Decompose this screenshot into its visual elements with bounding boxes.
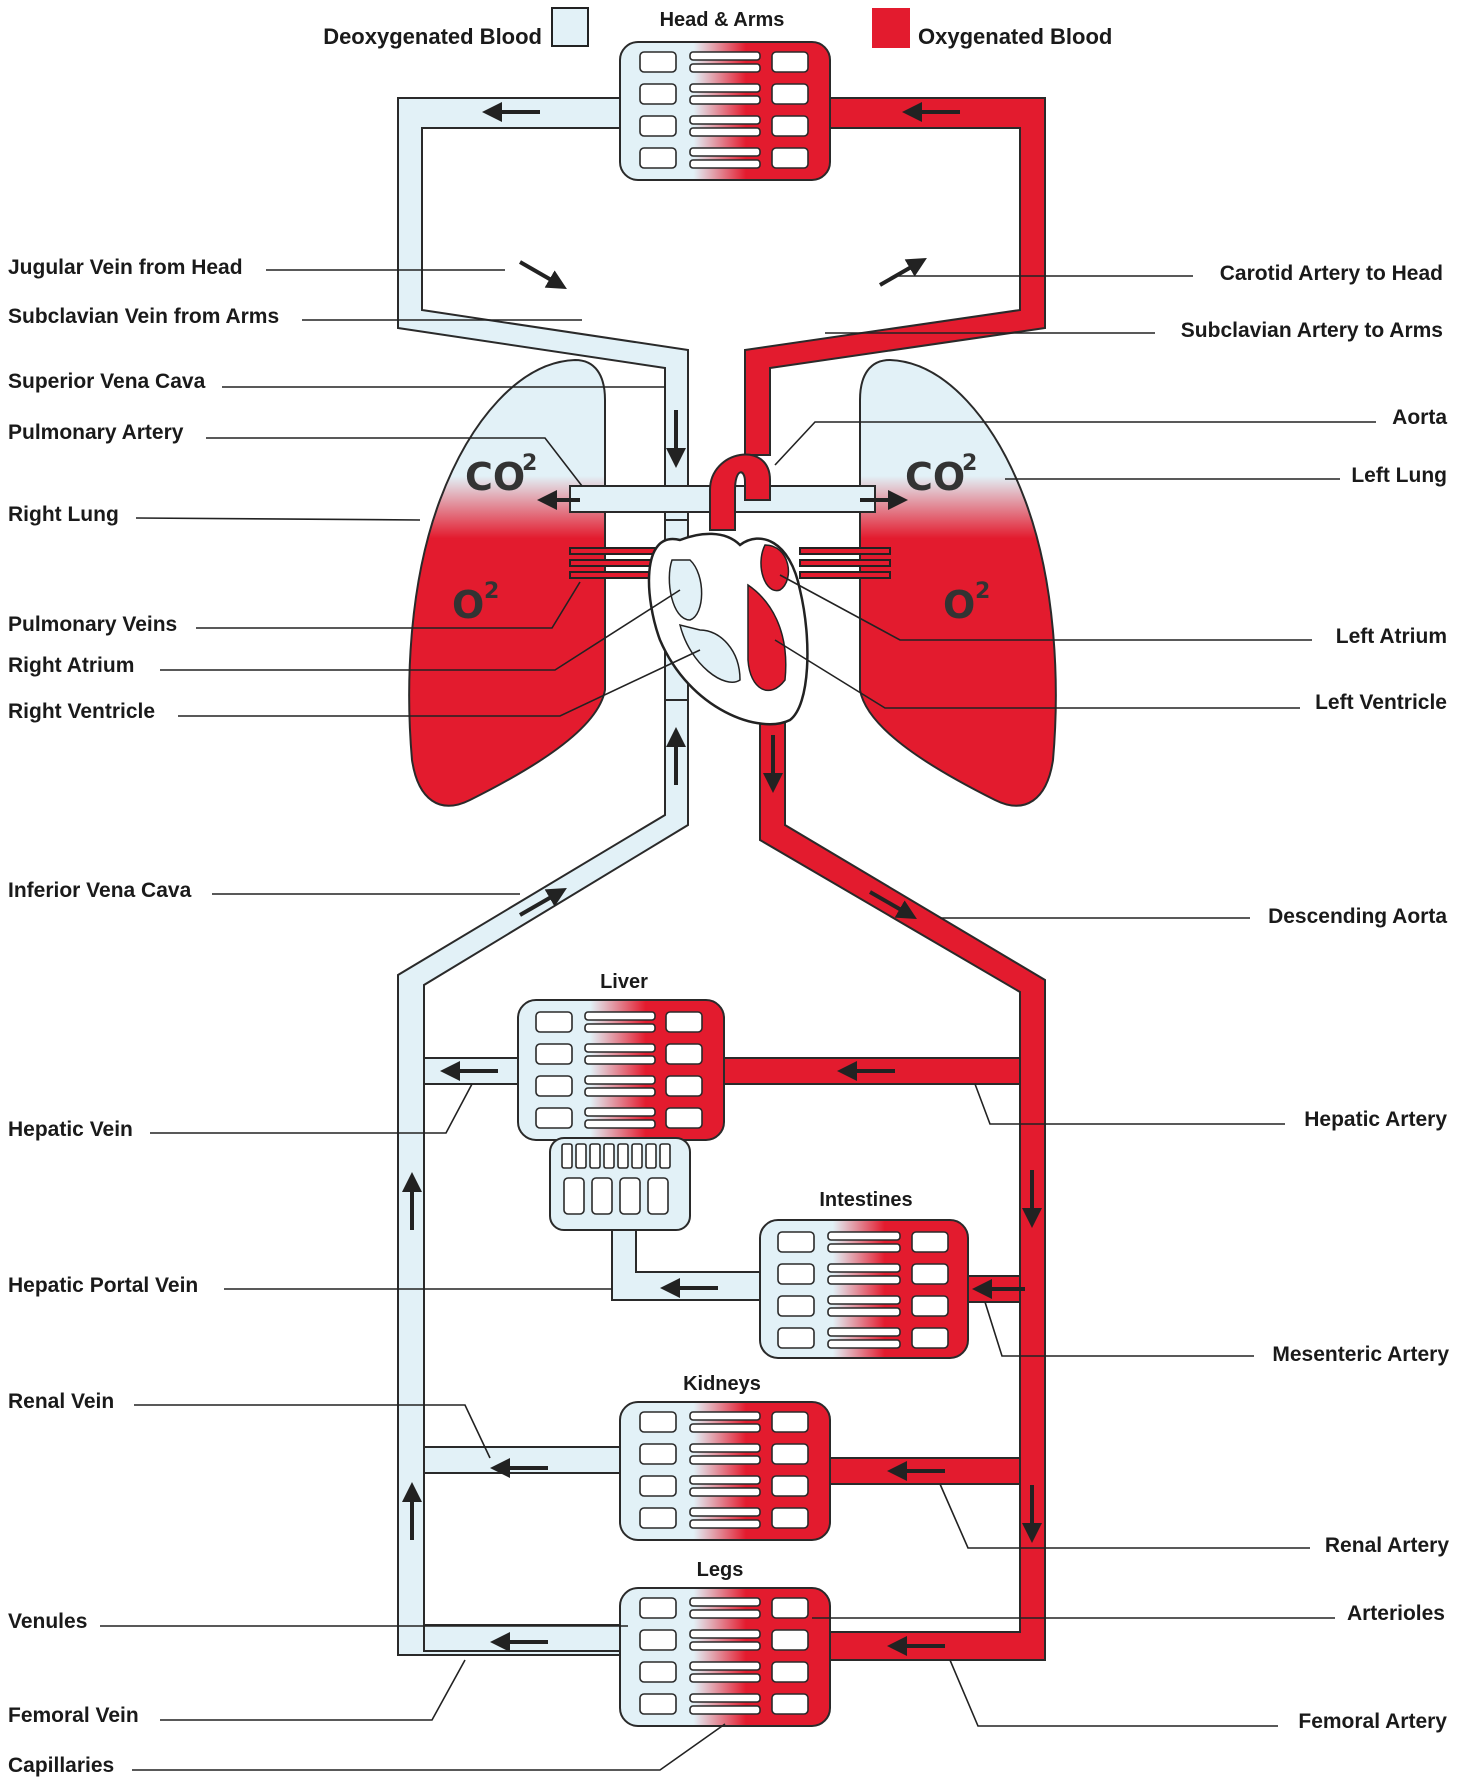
label-hepatic-portal-vein: Hepatic Portal Vein (8, 1274, 198, 1297)
label-femoral-vein: Femoral Vein (8, 1704, 139, 1727)
legend-oxygenated-swatch (872, 8, 910, 48)
label-arterioles: Arterioles (1347, 1602, 1445, 1625)
right-labels: Carotid Artery to Head Subclavian Artery… (774, 262, 1449, 1733)
o2-left-sub: 2 (484, 579, 499, 604)
label-capillaries: Capillaries (8, 1754, 114, 1777)
liver-bed: Liver (517, 971, 725, 1231)
legend-deoxygenated-label: Deoxygenated Blood (323, 24, 542, 49)
label-subclavian-artery: Subclavian Artery to Arms (1181, 319, 1443, 342)
femoral-vein-pipe (423, 1624, 625, 1652)
pulmonary-veins (569, 547, 891, 579)
label-left-atrium: Left Atrium (1336, 625, 1447, 648)
label-pulmonary-artery: Pulmonary Artery (8, 421, 184, 444)
label-descending-aorta: Descending Aorta (1268, 905, 1447, 928)
legend-deoxygenated-swatch (551, 7, 589, 47)
intestines-bed: Intestines (759, 1189, 969, 1359)
label-subclavian-vein: Subclavian Vein from Arms (8, 305, 279, 328)
legs-label: Legs (697, 1559, 744, 1581)
o2-right-label: O (943, 583, 975, 627)
kidneys-label: Kidneys (683, 1373, 761, 1395)
heart (647, 532, 809, 726)
left-labels: Jugular Vein from Head Subclavian Vein f… (8, 256, 726, 1777)
label-renal-vein: Renal Vein (8, 1390, 114, 1413)
left-ventricle-shape (747, 583, 787, 692)
arterial-system (709, 97, 1046, 1661)
label-left-ventricle: Left Ventricle (1315, 691, 1447, 714)
label-carotid-artery: Carotid Artery to Head (1220, 262, 1443, 285)
label-right-ventricle: Right Ventricle (8, 700, 155, 723)
co2-left-sub: 2 (522, 451, 537, 476)
label-mesenteric-artery: Mesenteric Artery (1272, 1343, 1449, 1366)
label-jugular-vein: Jugular Vein from Head (8, 256, 243, 279)
o2-left-label: O (452, 583, 484, 627)
label-inferior-vena-cava: Inferior Vena Cava (8, 879, 192, 902)
label-left-lung: Left Lung (1351, 464, 1447, 487)
left-lung (859, 358, 1057, 807)
intestines-label: Intestines (819, 1189, 912, 1211)
head-arms-bed: Head & Arms (619, 9, 831, 181)
label-venules: Venules (8, 1610, 87, 1633)
label-renal-artery: Renal Artery (1325, 1534, 1449, 1557)
liver-label: Liver (600, 971, 648, 993)
label-right-atrium: Right Atrium (8, 654, 134, 677)
co2-right-label: CO (905, 455, 965, 499)
co2-right-sub: 2 (962, 451, 977, 476)
legend-oxygenated-label: Oxygenated Blood (918, 24, 1112, 49)
right-lung (408, 358, 606, 807)
left-atrium-shape (760, 544, 790, 592)
label-pulmonary-veins: Pulmonary Veins (8, 613, 177, 636)
label-superior-vena-cava: Superior Vena Cava (8, 370, 206, 393)
label-hepatic-vein: Hepatic Vein (8, 1118, 133, 1141)
kidneys-bed: Kidneys (619, 1373, 831, 1541)
flow-arrows (402, 102, 1042, 1656)
label-femoral-artery: Femoral Artery (1298, 1710, 1447, 1733)
right-atrium-shape (668, 559, 703, 621)
legs-bed: Legs (619, 1559, 831, 1727)
o2-right-sub: 2 (975, 579, 990, 604)
co2-left-label: CO (465, 455, 525, 499)
right-ventricle-shape (678, 623, 741, 683)
hepatic-artery-pipe (719, 1057, 1021, 1085)
label-hepatic-artery: Hepatic Artery (1304, 1108, 1447, 1131)
legend: Deoxygenated Blood Oxygenated Blood (323, 7, 1112, 49)
aortic-arch (709, 453, 771, 531)
label-aorta: Aorta (1392, 406, 1447, 429)
label-right-lung: Right Lung (8, 503, 119, 526)
head-arms-label: Head & Arms (660, 9, 785, 31)
